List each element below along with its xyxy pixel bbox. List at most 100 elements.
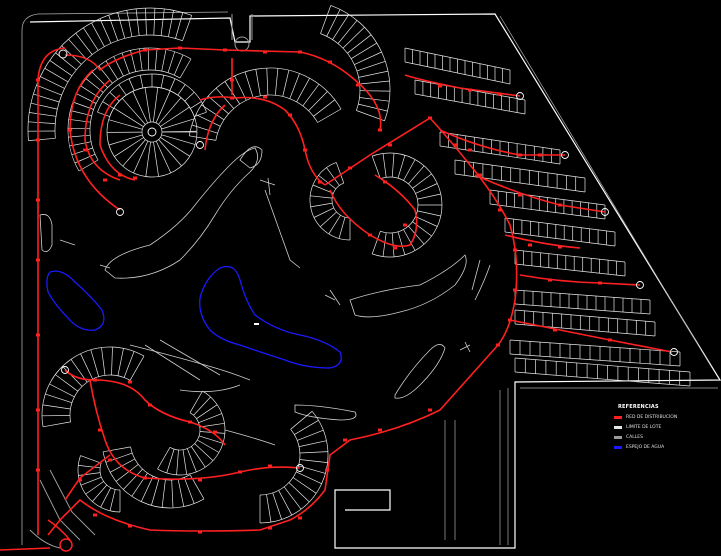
lot-line <box>403 229 416 251</box>
lot-block-edge <box>514 303 651 315</box>
lot-block-edge <box>504 231 616 247</box>
network-node <box>393 246 397 250</box>
lot-line <box>195 114 221 127</box>
lot-line <box>133 140 149 174</box>
lot-block-edge <box>215 94 318 141</box>
lot-line <box>358 70 389 78</box>
lot-line <box>123 468 143 490</box>
lot-line <box>80 455 102 464</box>
lot-block-edge <box>509 353 681 367</box>
lot-line <box>198 435 224 444</box>
lot-block-edge <box>372 152 443 258</box>
lot-line <box>161 118 196 130</box>
lot-line <box>318 175 337 190</box>
network-node <box>36 408 40 412</box>
lot-line <box>335 162 345 184</box>
lot-line <box>83 27 99 51</box>
lot-line <box>92 484 108 502</box>
lot-block-edge <box>404 61 511 85</box>
lot-line <box>197 439 220 453</box>
lot-line <box>186 448 197 473</box>
lot-line <box>115 464 139 482</box>
lot-block-peninsula <box>309 152 443 258</box>
lot-block-edge <box>331 182 351 219</box>
network-nodes <box>36 46 612 534</box>
network-node <box>93 513 97 517</box>
lot-line <box>155 90 171 123</box>
lot-line <box>292 477 317 494</box>
network-node <box>403 223 407 227</box>
network-node <box>223 48 227 52</box>
lot-line <box>408 225 425 245</box>
legend-row-water: ESPEJO DE AGUA <box>614 444 710 451</box>
legend: REFERENCIAS RED DE DISTRIBUCION LIMITE D… <box>614 404 714 464</box>
lot-line <box>403 159 416 181</box>
network-node <box>83 148 87 152</box>
lot-line <box>310 202 333 208</box>
lot-line <box>272 492 283 520</box>
legend-title: REFERENCIAS <box>618 404 659 410</box>
lot-block-edge <box>102 451 205 509</box>
network-node <box>498 208 502 212</box>
lot-line <box>126 10 133 37</box>
lot-block-east <box>404 47 691 387</box>
lot-line <box>153 141 159 177</box>
network-node <box>468 148 472 152</box>
lot-line <box>359 97 390 102</box>
lot-line <box>347 34 372 54</box>
lot-line <box>173 54 184 76</box>
lot-line <box>152 87 159 123</box>
lot-line <box>123 351 135 378</box>
legend-row-lots: LIMITE DE LOTE <box>614 424 710 431</box>
lot-line <box>117 12 126 39</box>
lot-block-edge <box>504 217 616 233</box>
lot-line <box>412 221 432 237</box>
lot-line <box>296 471 322 485</box>
network-node <box>230 78 234 82</box>
lot-line <box>189 135 216 141</box>
lot-line <box>191 446 206 468</box>
network-node <box>378 128 382 132</box>
lot-line <box>289 73 300 99</box>
lot-line <box>140 476 154 502</box>
network-node <box>36 138 40 142</box>
lot-line <box>160 75 165 88</box>
network-node <box>36 258 40 262</box>
lot-line <box>68 134 91 138</box>
lot-line <box>171 479 174 508</box>
network-node <box>553 328 557 332</box>
lot-line <box>42 404 71 410</box>
lot-line <box>118 84 127 96</box>
lot-block-edge <box>41 346 145 427</box>
lot-line <box>296 78 310 102</box>
lot-line <box>354 51 382 65</box>
network-node <box>518 193 522 197</box>
network-node <box>496 343 500 347</box>
lot-line <box>108 134 143 146</box>
lot-line <box>382 153 387 178</box>
lot-line <box>184 91 195 102</box>
network-node <box>298 516 302 520</box>
legend-label: RED DE DISTRIBUCION <box>626 415 678 420</box>
central-landscape <box>39 146 491 446</box>
lot-line <box>201 104 225 121</box>
white-line-icon <box>614 426 622 429</box>
lot-line <box>160 106 190 127</box>
network-node <box>428 408 432 412</box>
network-node <box>453 143 457 147</box>
lot-line <box>78 465 101 469</box>
network-node <box>36 468 40 472</box>
lot-line <box>100 487 112 508</box>
network-node <box>268 526 272 530</box>
lot-line <box>169 78 176 91</box>
legend-row-streets: CALLES <box>614 434 710 441</box>
lot-line <box>45 393 73 404</box>
lot-line <box>109 489 116 511</box>
lot-line <box>75 32 93 55</box>
network-node <box>263 95 267 99</box>
network-node <box>548 278 552 282</box>
lot-line <box>397 155 406 179</box>
network-node <box>478 173 482 177</box>
lot-line <box>160 8 165 36</box>
